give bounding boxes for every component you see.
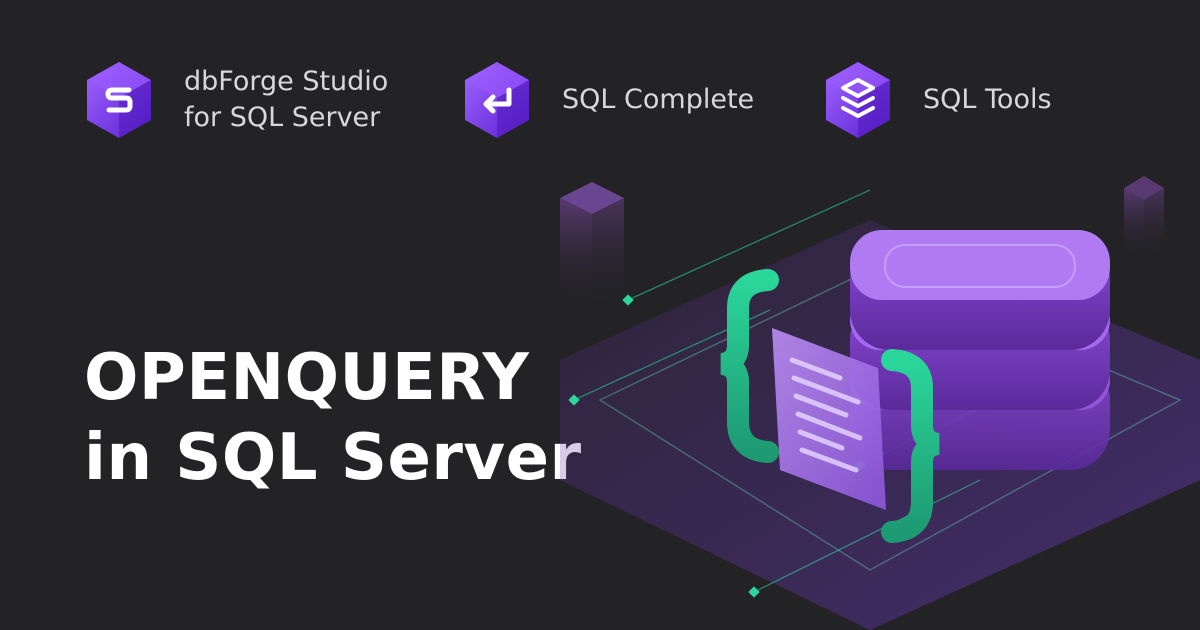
product-name: dbForge Studio for SQL Server xyxy=(184,64,388,136)
layers-stack-icon xyxy=(826,62,890,138)
background-pillar xyxy=(560,182,624,310)
title-line1: OPENQUERY xyxy=(84,341,530,415)
right-brace-icon xyxy=(881,349,941,543)
database-illustration xyxy=(560,176,1200,630)
background-pillar xyxy=(1124,176,1164,260)
page-title: OPENQUERY in SQL Server xyxy=(84,338,582,498)
product-list: dbForge Studio for SQL Server SQL Comple… xyxy=(84,60,1164,140)
title-line2: in SQL Server xyxy=(84,421,582,495)
document-icon xyxy=(772,328,886,510)
product-name-line1: SQL Tools xyxy=(923,84,1052,115)
product-name: SQL Complete xyxy=(562,82,754,118)
database-stack-icon xyxy=(850,230,1110,470)
product-name-line1: SQL Complete xyxy=(562,84,755,115)
product-name: SQL Tools xyxy=(923,82,1052,118)
product-name-line2: for SQL Server xyxy=(184,102,381,133)
dbforge-studio-s-icon xyxy=(87,62,151,138)
product-name-line1: dbForge Studio xyxy=(184,66,389,97)
return-arrow-icon xyxy=(465,62,529,138)
left-brace-icon xyxy=(719,269,779,463)
